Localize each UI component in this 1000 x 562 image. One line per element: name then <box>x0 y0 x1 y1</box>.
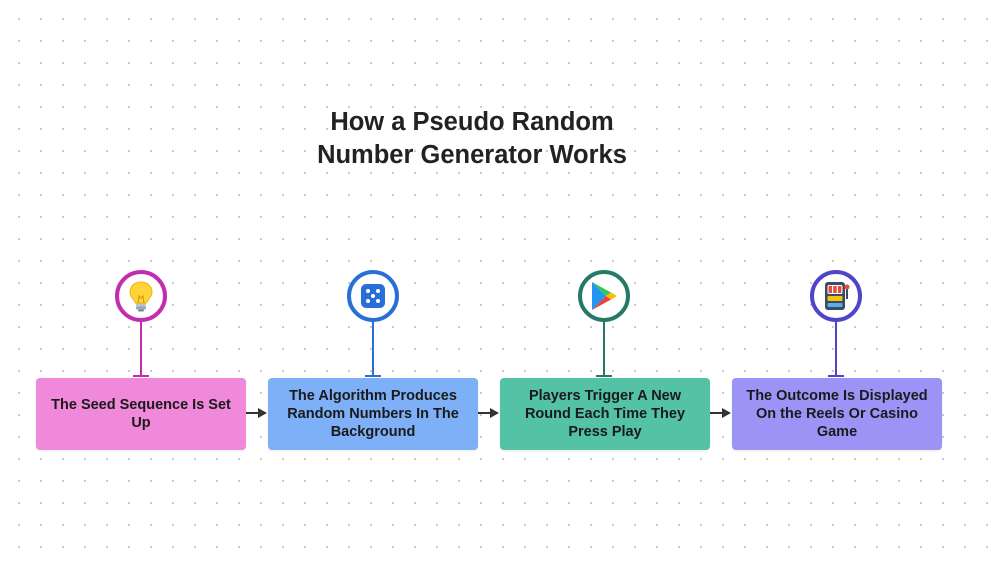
step-3-box: Players Trigger A New Round Each Time Th… <box>500 378 710 450</box>
step-4-stem-cap <box>828 375 844 377</box>
step-3-stem <box>603 322 605 376</box>
step-1-stem <box>140 322 142 376</box>
step-1-stem-cap <box>133 375 149 377</box>
step-2-stem <box>372 322 374 376</box>
connector-3-4 <box>710 412 722 414</box>
step-4-stem <box>835 322 837 376</box>
step-2-icon-circle <box>347 270 399 322</box>
step-2-box: The Algorithm Produces Random Numbers In… <box>268 378 478 450</box>
connector-1-2 <box>246 412 258 414</box>
step-2-stem-cap <box>365 375 381 377</box>
slot-machine-icon <box>825 282 850 310</box>
step-3-label: Players Trigger A New Round Each Time Th… <box>524 388 686 440</box>
step-3-icon-circle <box>578 270 630 322</box>
arrowhead-3-4 <box>722 408 731 418</box>
arrowhead-2-3 <box>490 408 499 418</box>
diagram-title: How a Pseudo Random Number Generator Wor… <box>272 106 672 172</box>
dice-icon <box>361 284 385 308</box>
step-1-box: The Seed Sequence Is Set Up <box>36 378 246 450</box>
title-line-1: How a Pseudo Random <box>330 108 614 136</box>
step-3-stem-cap <box>596 375 612 377</box>
connector-2-3 <box>478 412 490 414</box>
step-4-label: The Outcome Is Displayed On the Reels Or… <box>746 388 928 440</box>
arrowhead-1-2 <box>258 408 267 418</box>
step-4-icon-circle <box>810 270 862 322</box>
lightbulb-icon <box>129 281 153 312</box>
play-store-icon <box>592 282 617 310</box>
title-line-2: Number Generator Works <box>317 141 627 169</box>
step-2-label: The Algorithm Produces Random Numbers In… <box>287 388 459 440</box>
step-1-label: The Seed Sequence Is Set Up <box>51 397 231 431</box>
step-1-icon-circle <box>115 270 167 322</box>
step-4-box: The Outcome Is Displayed On the Reels Or… <box>732 378 942 450</box>
